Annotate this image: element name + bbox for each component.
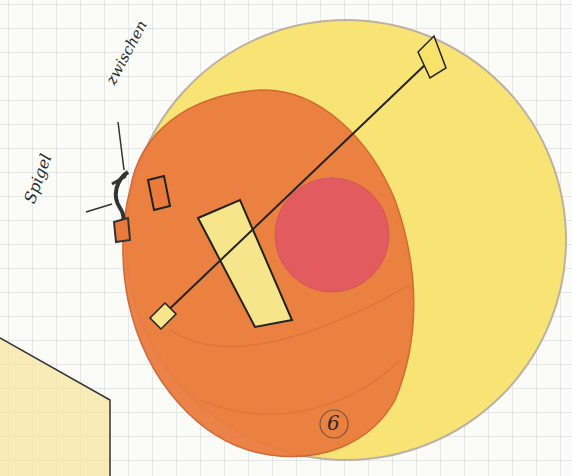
small-block (148, 176, 170, 210)
side-shape (0, 338, 110, 476)
leader-line (118, 122, 124, 170)
leader-line (86, 204, 112, 212)
pink-disc (275, 178, 389, 292)
end-block (150, 303, 176, 329)
shading-line (200, 360, 400, 414)
axis-line (160, 62, 428, 318)
inner-body (123, 90, 414, 457)
window-plate (198, 200, 292, 327)
mirror-piece (114, 218, 130, 242)
end-block (418, 36, 446, 78)
callout-number: 6 (327, 413, 340, 433)
side-outline (0, 338, 110, 476)
mirror-piece (112, 176, 126, 184)
callout-ring (320, 410, 348, 438)
